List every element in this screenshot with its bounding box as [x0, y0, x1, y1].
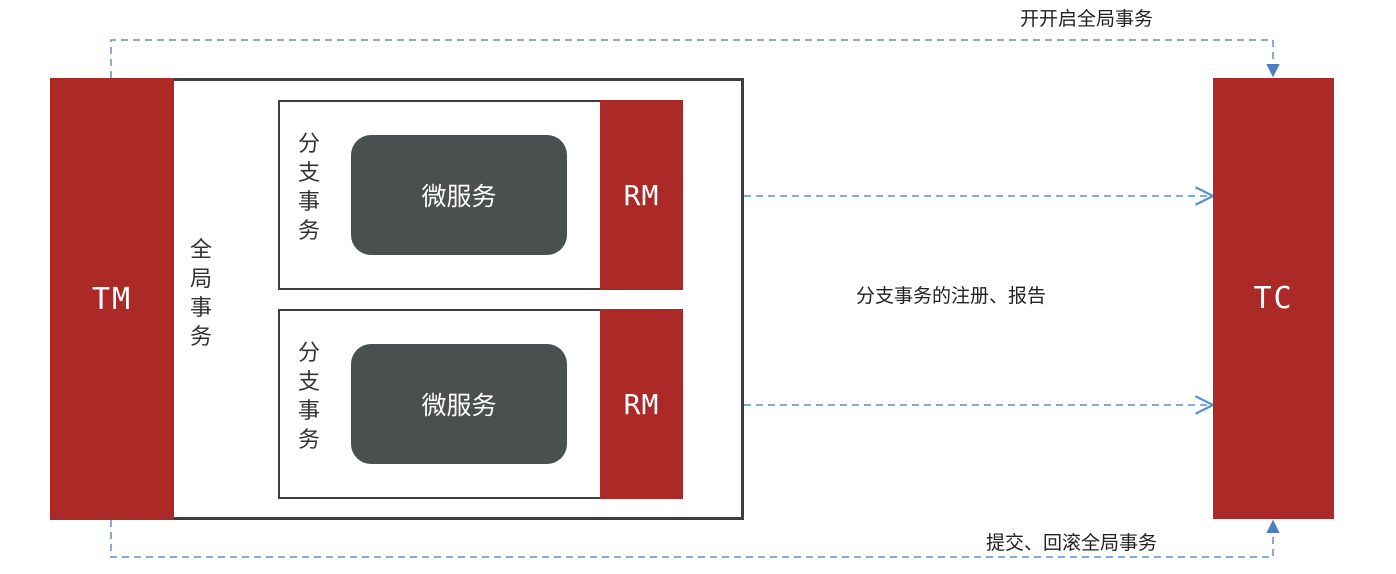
begin-global-annotation: 开开启全局事务 [1020, 8, 1154, 30]
microservice-label-2: 微服务 [421, 391, 497, 420]
rm-block-1: RM [600, 100, 683, 290]
tc-block: TC [1213, 78, 1334, 519]
branch-transaction-label-1: 分支事务 [297, 132, 320, 244]
commit-rollback-link [110, 519, 1280, 558]
rm-block-2: RM [600, 309, 683, 499]
register-report-annotation: 分支事务的注册、报告 [856, 285, 1047, 307]
begin-global-link [110, 39, 1280, 78]
tm-block: TM [50, 78, 174, 520]
tc-label: TC [1253, 281, 1294, 316]
microservice-box-2: 微服务 [351, 344, 567, 464]
rm-label-1: RM [623, 178, 660, 212]
microservice-label-1: 微服务 [421, 182, 497, 211]
rm-label-2: RM [623, 387, 660, 421]
commit-rollback-annotation: 提交、回滚全局事务 [986, 532, 1158, 554]
global-transaction-label: 全局事务 [189, 238, 212, 350]
microservice-box-1: 微服务 [351, 135, 567, 255]
branch-transaction-label-2: 分支事务 [297, 341, 320, 453]
tm-label: TM [91, 281, 133, 317]
